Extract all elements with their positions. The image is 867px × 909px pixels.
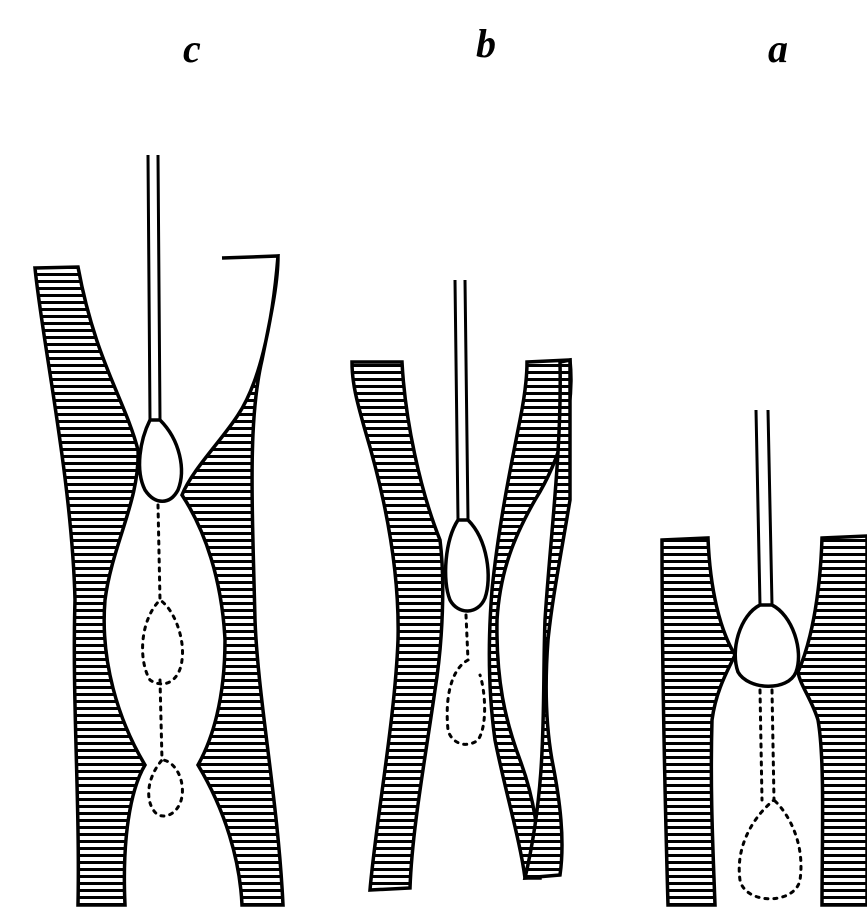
panel-b-dotted-trail xyxy=(447,615,484,744)
panel-b xyxy=(352,280,571,890)
panel-c-bulb xyxy=(140,420,182,501)
panel-a-dotted-trail xyxy=(739,690,801,899)
panel-c-left-wall xyxy=(35,267,145,905)
panel-c-right-wall xyxy=(182,256,283,905)
panel-b-bulb xyxy=(446,520,489,611)
panel-c xyxy=(35,155,283,905)
panel-c-tube xyxy=(148,155,160,420)
panel-b-tube xyxy=(455,280,468,520)
panel-label-c: c xyxy=(183,26,201,71)
panel-a-right-wall xyxy=(798,536,867,905)
panel-b-left-wall xyxy=(352,362,443,890)
panel-a-bulb xyxy=(735,605,798,686)
panel-label-b: b xyxy=(476,21,496,66)
panel-a-tube xyxy=(756,410,772,605)
panel-a xyxy=(662,410,867,905)
panel-a-left-wall xyxy=(662,538,735,905)
panel-label-a: a xyxy=(768,26,788,71)
panel-c-dotted-trail xyxy=(143,505,183,816)
